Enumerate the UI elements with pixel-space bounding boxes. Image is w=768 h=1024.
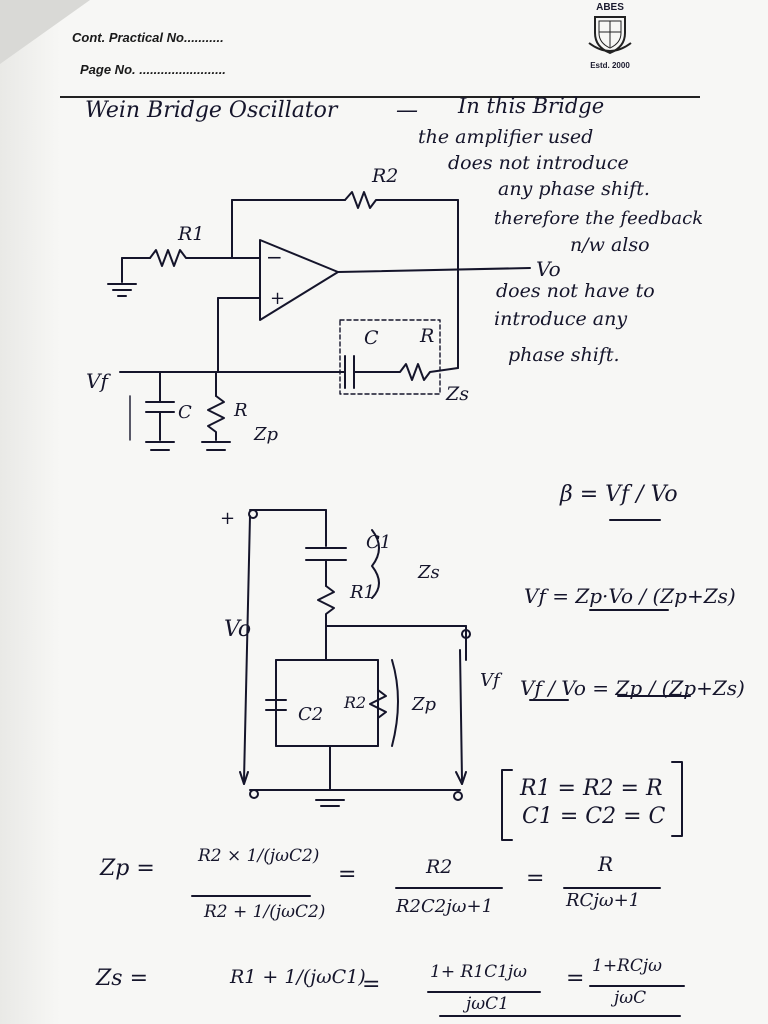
college-logo: ABES Estd. 2000	[580, 2, 640, 82]
label-r1-net: R1	[349, 582, 375, 603]
explanation-line: the amplifier used	[418, 126, 594, 148]
zp-step3-numerator: R	[598, 852, 614, 876]
ratio-equation: Vf / Vo = Zp / (Zp+Zs)	[520, 676, 745, 700]
explanation-line: does not have to	[496, 280, 655, 302]
label-zp: Zp	[253, 424, 279, 445]
label-zp-net: Zp	[411, 694, 437, 715]
zp-step2-denominator: R2C2jω+1	[396, 896, 494, 917]
assumption-c: C1 = C2 = C	[522, 804, 666, 829]
zp-equals-2: =	[526, 866, 545, 891]
label-vf: Vf	[86, 369, 111, 393]
explanation-line: phase shift.	[508, 344, 620, 366]
label-plus-terminal: +	[220, 508, 235, 529]
title-dash: —	[396, 98, 418, 123]
opamp-plus: +	[270, 288, 285, 309]
explanation-line: any phase shift.	[498, 178, 650, 200]
zp-step3-denominator: RCjω+1	[566, 890, 641, 911]
crest-icon	[588, 16, 632, 55]
practical-number-label: Cont. Practical No...........	[72, 30, 224, 45]
label-zs: Zs	[445, 383, 469, 405]
label-c2: C2	[298, 704, 323, 725]
zp-step1-denominator: R2 + 1/(jωC2)	[204, 902, 326, 922]
explanation-line: therefore the feedback	[494, 208, 704, 229]
explanation-line: In this Bridge	[458, 94, 605, 118]
label-r-series: R	[419, 325, 434, 347]
page-shadow	[0, 0, 60, 1024]
label-c-shunt: C	[178, 402, 192, 423]
label-r2-net: R2	[343, 693, 366, 712]
explanation-line: n/w also	[570, 234, 650, 256]
zs-step1: R1 + 1/(jωC1)	[230, 966, 366, 988]
zs-step3-denominator: jωC	[614, 988, 647, 1008]
page-number-label: Page No. ........................	[80, 62, 226, 77]
label-r2: R2	[371, 165, 398, 187]
zs-step2-numerator: 1+ R1C1jω	[430, 962, 528, 982]
topic-title: Wein Bridge Oscillator	[85, 98, 338, 123]
zs-step2-denominator: jωC1	[466, 994, 509, 1014]
zp-step1-numerator: R2 × 1/(jωC2)	[198, 846, 320, 866]
zs-step3-numerator: 1+RCjω	[592, 956, 663, 976]
label-zs-net: Zs	[417, 562, 440, 583]
folded-corner	[0, 0, 90, 64]
explanation-line: does not introduce	[448, 152, 629, 174]
explanation-line: introduce any	[494, 308, 628, 330]
label-vo-net: Vo	[224, 617, 251, 642]
zp-label: Zp =	[100, 856, 155, 881]
header-rule	[60, 96, 700, 98]
label-r1: R1	[177, 223, 204, 245]
opamp-minus: −	[266, 245, 283, 269]
logo-established: Estd. 2000	[590, 61, 630, 70]
zs-equals-1: =	[362, 972, 381, 997]
zp-step2-numerator: R2	[426, 856, 453, 878]
label-vo: Vo	[536, 257, 561, 281]
beta-equation: β = Vf / Vo	[560, 482, 678, 507]
zs-label: Zs =	[96, 966, 149, 991]
opamp-symbol	[259, 239, 339, 321]
assumption-r: R1 = R2 = R	[520, 776, 663, 801]
zp-equals-1: =	[338, 862, 357, 887]
label-c1: C1	[366, 532, 391, 553]
vf-equation: Vf = Zp·Vo / (Zp+Zs)	[524, 584, 736, 608]
label-vf-net: Vf	[480, 670, 503, 691]
zs-equals-2: =	[566, 966, 585, 991]
label-c-series: C	[364, 327, 379, 349]
logo-name: ABES	[596, 2, 624, 13]
label-r-shunt: R	[233, 400, 248, 421]
rc-feedback-network	[239, 509, 471, 807]
